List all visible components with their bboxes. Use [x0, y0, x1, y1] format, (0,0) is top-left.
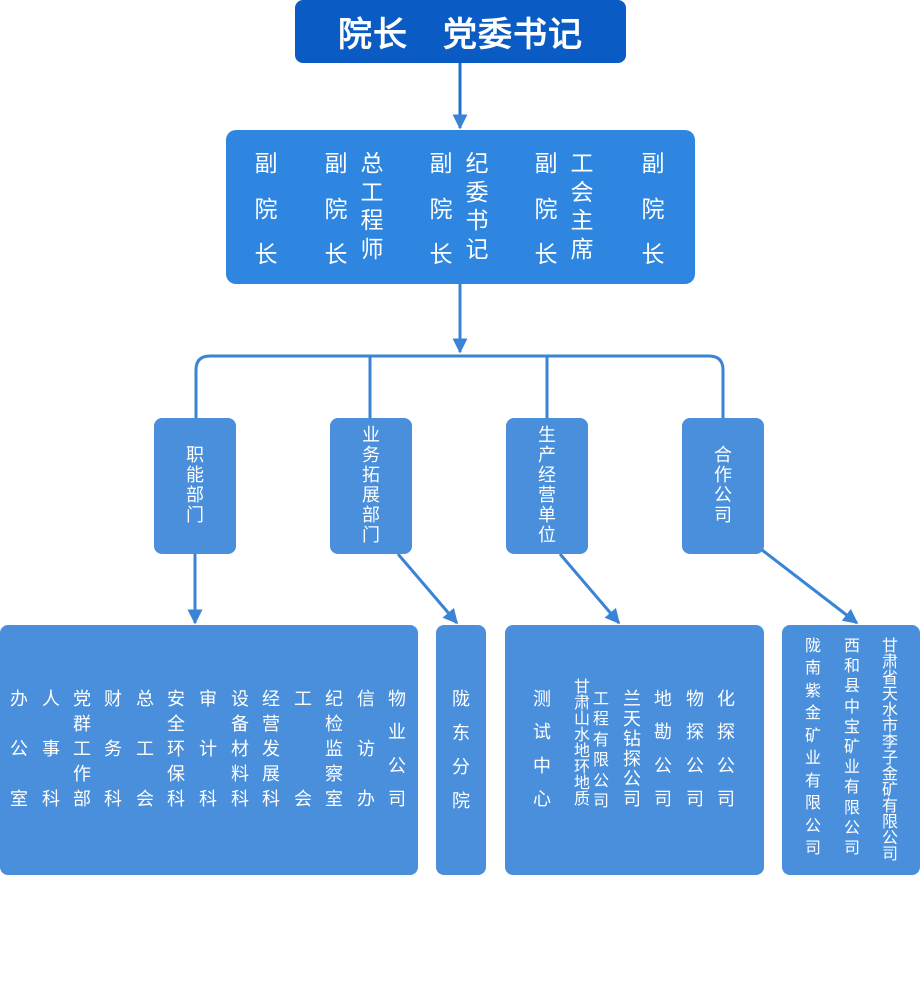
business-unit-0: 陇东分院	[452, 689, 470, 812]
partner-unit-1: 西和县中宝矿业有限公司	[843, 636, 860, 857]
category-functional-box: 职能部门	[154, 418, 236, 554]
level2-vp2-label: 副院长	[324, 151, 348, 268]
functional-unit-0: 办公室	[10, 689, 28, 810]
connector-business	[396, 553, 459, 625]
functional-unit-5: 安全环保科	[167, 689, 185, 810]
level2-vp3-label: 副院长	[429, 151, 453, 268]
functional-unit-3: 财务科	[104, 689, 122, 810]
production-units-box: 测试中心 甘肃山水地环地质工程有限公司兰天钻探公司地勘公司物探公司化探公司	[505, 625, 764, 875]
category-production-box: 生产经营单位	[506, 418, 588, 554]
functional-unit-9: 工会	[294, 689, 312, 810]
functional-unit-8: 经营发展科	[262, 689, 280, 810]
functional-unit-7: 设备材料科	[231, 689, 249, 810]
level2-discipline-secretary-label: 纪委书记	[465, 151, 489, 263]
top-leadership-label: 院长 党委书记	[338, 15, 583, 55]
functional-unit-2: 党群工作部	[73, 689, 91, 810]
functional-unit-10: 纪检监察室	[325, 689, 343, 810]
partner-unit-2: 甘肃省天水市李子金矿有限公司	[881, 636, 898, 863]
functional-unit-12: 物业公司	[388, 689, 406, 810]
production-unit-6: 化探公司	[717, 689, 735, 810]
level2-vp4-label: 副院长	[534, 151, 558, 268]
connector-partners	[761, 548, 859, 625]
category-business-dev-box: 业务拓展部门	[330, 418, 412, 554]
partner-unit-0: 陇南紫金矿业有限公司	[804, 636, 821, 857]
category-partners-box: 合作公司	[682, 418, 764, 554]
functional-unit-1: 人事科	[42, 689, 60, 810]
category-functional-label: 职能部门	[186, 444, 204, 527]
functional-unit-4: 总工会	[136, 689, 154, 810]
category-business-dev-label: 业务拓展部门	[362, 424, 380, 547]
level2-chief-engineer-label: 总工程师	[360, 151, 384, 263]
level2-union-chair-label: 工会主席	[570, 151, 594, 263]
top-leadership-box: 院长 党委书记	[295, 0, 626, 63]
production-unit-2: 工程有限公司	[592, 689, 609, 810]
functional-unit-6: 审计科	[199, 689, 217, 810]
functional-unit-11: 信访办	[357, 689, 375, 810]
production-unit-4: 地勘公司	[654, 689, 672, 810]
bus-line	[194, 354, 725, 418]
business-units-box: 陇东分院	[436, 625, 486, 875]
connector-production	[558, 553, 621, 625]
category-partners-label: 合作公司	[714, 444, 732, 527]
deputy-leadership-box: 副院长副院长总工程师副院长纪委书记副院长工会主席副院长	[226, 130, 695, 284]
production-unit-3: 兰天钻探公司	[623, 689, 641, 810]
production-unit-5: 物探公司	[686, 689, 704, 810]
functional-units-box: 办公室人事科党群工作部财务科总工会安全环保科审计科设备材料科经营发展科工会纪检监…	[0, 625, 418, 875]
level2-vp1-label: 副院长	[254, 151, 278, 268]
production-unit-0: 测试中心	[533, 689, 551, 810]
partner-units-box: 陇南紫金矿业有限公司 西和县中宝矿业有限公司 甘肃省天水市李子金矿有限公司	[782, 625, 920, 875]
level2-vp5-label: 副院长	[641, 151, 665, 268]
category-production-label: 生产经营单位	[538, 424, 556, 547]
production-unit-1: 甘肃山水地环地质	[573, 677, 590, 808]
